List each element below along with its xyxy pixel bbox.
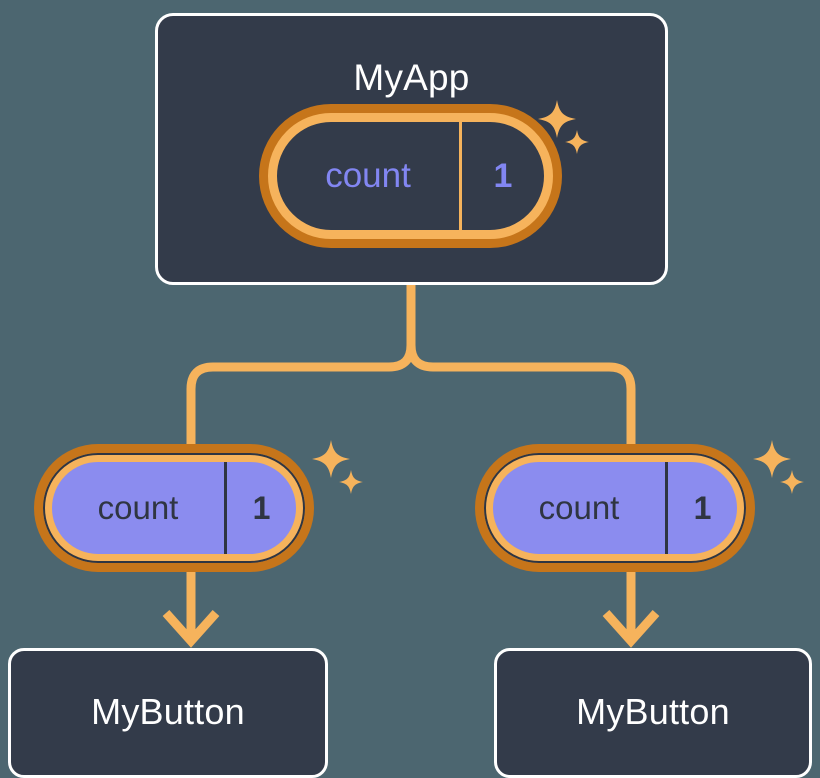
component-title-myapp: MyApp (353, 57, 470, 98)
state-key-label: count (97, 489, 179, 526)
state-pill-child-left[interactable]: count 1 (43, 453, 305, 563)
state-value-label: 1 (224, 462, 296, 554)
component-box-mybutton-left[interactable]: MyButton (8, 648, 328, 778)
state-value-label: 1 (665, 462, 737, 554)
arrowhead-left (162, 610, 220, 648)
arrowhead-right (602, 610, 660, 648)
state-pill-child-right[interactable]: count 1 (484, 453, 746, 563)
state-key-label: count (325, 156, 411, 195)
state-key-label: count (538, 489, 620, 526)
state-pill-myapp[interactable]: count 1 (268, 113, 553, 239)
connector-branch-left (186, 344, 416, 470)
state-value-label: 1 (459, 122, 544, 230)
component-title-mybutton: MyButton (91, 691, 245, 732)
connector-branch-right (406, 344, 636, 470)
component-title-mybutton: MyButton (576, 691, 730, 732)
component-box-mybutton-right[interactable]: MyButton (494, 648, 812, 778)
